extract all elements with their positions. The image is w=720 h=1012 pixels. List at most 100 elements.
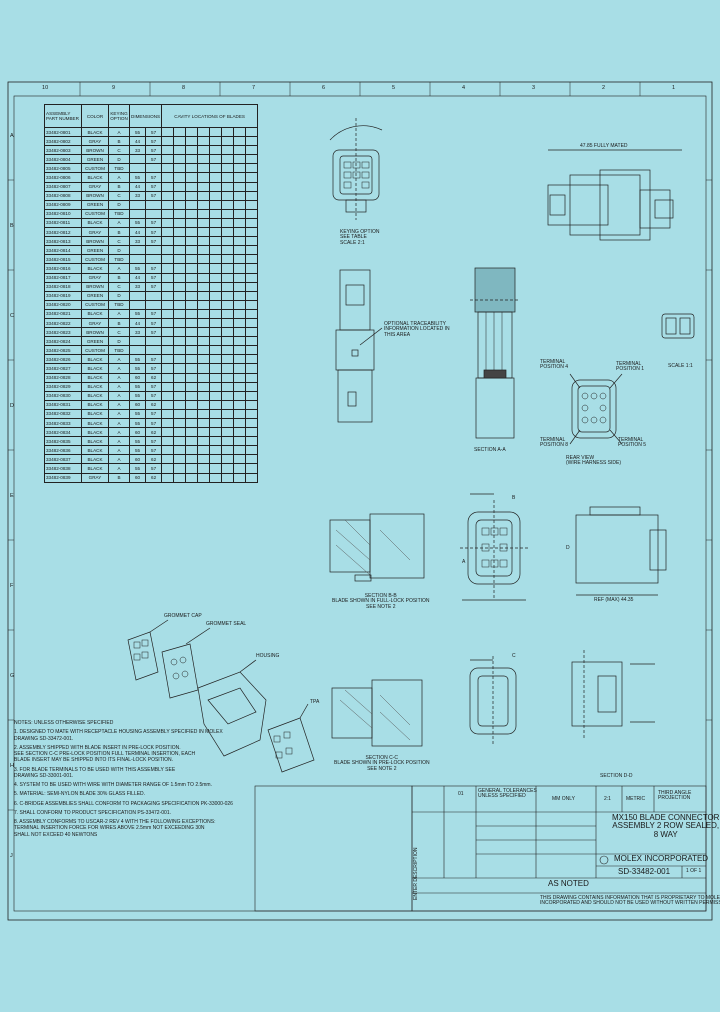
bom-cell: B bbox=[108, 272, 130, 283]
cavity-cell bbox=[185, 181, 199, 192]
bom-cell: 33 bbox=[128, 190, 147, 201]
cavity-cell bbox=[209, 126, 223, 138]
cavity-cell bbox=[233, 190, 247, 201]
bom-cell: GREEN bbox=[81, 154, 109, 165]
cavity-cell bbox=[233, 390, 247, 401]
cavity-cell bbox=[209, 308, 223, 319]
cavity-cell bbox=[173, 445, 187, 456]
cavity-cell bbox=[173, 390, 187, 401]
cavity-cell bbox=[221, 254, 235, 265]
bom-cell: 33482-0838 bbox=[44, 463, 82, 474]
bom-cell: B bbox=[108, 227, 130, 238]
zone-number: 5 bbox=[392, 85, 396, 91]
bom-cell: 55 bbox=[128, 172, 147, 183]
note-item: 5. MATERIAL: SEMI-NYLON BLADE 30% GLASS … bbox=[14, 791, 146, 798]
cavity-cell bbox=[245, 154, 259, 165]
bom-cell: 57 bbox=[145, 408, 163, 420]
cavity-cell bbox=[197, 436, 211, 447]
bom-cell bbox=[128, 199, 147, 210]
bom-cell: A bbox=[108, 390, 130, 401]
bom-cell: A bbox=[108, 381, 130, 392]
bom-cell: 33482-0824 bbox=[44, 336, 82, 347]
bom-cell: 62 bbox=[145, 472, 163, 483]
bom-cell: GRAY bbox=[81, 317, 109, 329]
cavity-cell bbox=[221, 290, 235, 301]
cavity-cell bbox=[221, 317, 235, 329]
cavity-cell bbox=[197, 454, 211, 465]
rear-view bbox=[569, 373, 623, 445]
cavity-cell bbox=[209, 172, 223, 183]
cavity-cell bbox=[221, 390, 235, 401]
bom-cell bbox=[145, 245, 163, 256]
cavity-cell bbox=[197, 345, 211, 356]
cavity-cell bbox=[245, 381, 259, 392]
cavity-cell bbox=[185, 254, 199, 265]
bom-cell: C bbox=[108, 145, 130, 156]
cavity-cell bbox=[209, 472, 223, 483]
bom-cell: 57 bbox=[145, 236, 163, 247]
bom-cell bbox=[145, 290, 163, 301]
note-item: 3. FOR BLADE TERMINALS TO BE USED WITH T… bbox=[14, 766, 176, 779]
cavity-cell bbox=[209, 190, 223, 201]
zone-number: 8 bbox=[182, 85, 186, 91]
cavity-cell bbox=[197, 208, 211, 219]
cavity-cell bbox=[209, 154, 223, 165]
zone-number: 4 bbox=[462, 85, 466, 91]
cavity-cell bbox=[245, 217, 259, 229]
bom-cell: D bbox=[108, 336, 130, 347]
cavity-cell bbox=[245, 454, 259, 465]
cavity-cell bbox=[161, 163, 175, 174]
cavity-cell bbox=[221, 172, 235, 183]
zone-letter: B bbox=[10, 223, 14, 229]
cavity-cell bbox=[161, 381, 175, 392]
traceability-label: OPTIONAL TRACEABILITY INFORMATION LOCATE… bbox=[384, 321, 450, 338]
cavity-cell bbox=[197, 417, 211, 429]
mated-top-view bbox=[547, 149, 682, 241]
cavity-cell bbox=[209, 372, 223, 383]
cavity-cell bbox=[197, 172, 211, 183]
bom-cell: 44 bbox=[128, 317, 147, 329]
projection: THIRD ANGLE PROJECTION bbox=[658, 790, 692, 802]
cavity-cell bbox=[197, 463, 211, 474]
cavity-cell bbox=[221, 472, 235, 483]
cavity-cell bbox=[245, 126, 259, 138]
cavity-cell bbox=[161, 272, 175, 283]
section-aa-view bbox=[470, 267, 520, 439]
bom-cell: 55 bbox=[128, 436, 147, 447]
bom-cell: 33482-0828 bbox=[44, 372, 82, 383]
cavity-cell bbox=[233, 399, 247, 410]
bom-cell: C bbox=[108, 190, 130, 201]
cavity-cell bbox=[185, 236, 199, 247]
cavity-cell bbox=[245, 472, 259, 483]
bom-cell: A bbox=[108, 308, 130, 319]
cavity-cell bbox=[209, 345, 223, 356]
bom-cell: TBD bbox=[108, 345, 130, 356]
bom-cell: 33482-0810 bbox=[44, 208, 82, 219]
bom-cell: 33482-0805 bbox=[44, 163, 82, 174]
bom-cell: 33482-0806 bbox=[44, 172, 82, 183]
cavity-cell bbox=[209, 236, 223, 247]
bom-cell: BLACK bbox=[81, 381, 109, 392]
cavity-cell bbox=[233, 317, 247, 329]
bom-cell: 33482-0812 bbox=[44, 227, 82, 238]
bom-cell: C bbox=[108, 281, 130, 292]
bom-cell: 55 bbox=[128, 390, 147, 401]
cavity-cell bbox=[221, 181, 235, 192]
cavity-cell bbox=[197, 354, 211, 365]
zone-number: 1 bbox=[672, 85, 676, 91]
cavity-cell bbox=[245, 317, 259, 329]
exploded-view bbox=[127, 619, 315, 773]
cavity-cell bbox=[185, 299, 199, 310]
bom-cell: D bbox=[108, 245, 130, 256]
bom-header-row: ASSEMBLY PART NUMBER COLOR KEYING OPTION… bbox=[44, 104, 259, 128]
bom-cell: 60 bbox=[128, 454, 147, 465]
bom-cell: 33482-0827 bbox=[44, 363, 82, 374]
cavity-cell bbox=[185, 217, 199, 229]
zone-number: 10 bbox=[42, 85, 49, 91]
